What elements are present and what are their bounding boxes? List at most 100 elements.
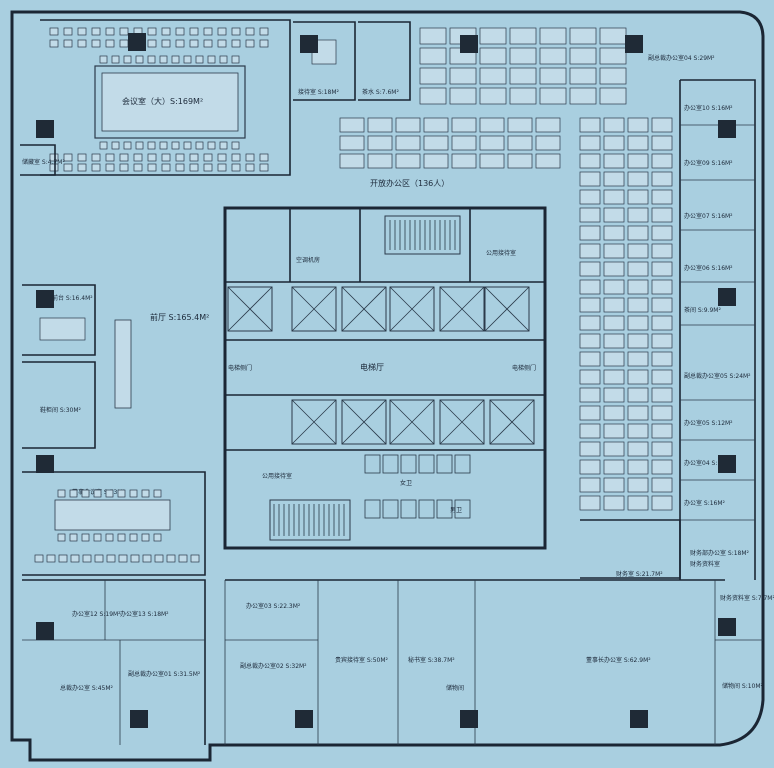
desk	[651, 207, 673, 223]
reception-room-top[interactable]: 接待室 S:18M²	[293, 21, 356, 101]
desk	[627, 351, 649, 367]
column	[460, 35, 478, 53]
label-vp-office-1: 副总裁办公室01 S:31.5M²	[128, 670, 201, 678]
desk	[451, 135, 477, 151]
chair	[159, 141, 168, 150]
storage-left[interactable]: 储藏室 S:4.7M²	[20, 144, 65, 176]
tea-room-top[interactable]: 茶水 S:7.6M²	[358, 21, 411, 101]
desk	[579, 117, 601, 133]
label-public-reception-bottom: 公用接待室	[262, 472, 292, 480]
label-office-5: 办公室05 S:12M²	[684, 419, 733, 427]
label-office-12: 办公室12 S:19M²	[72, 610, 121, 618]
desk	[509, 87, 537, 105]
chair	[217, 163, 227, 172]
open-office[interactable]: 开放办公区（136人）	[339, 27, 627, 188]
desk	[395, 135, 421, 151]
desk	[603, 441, 625, 457]
chair	[231, 39, 241, 48]
finance-room[interactable]: 财务室 S:21.7M²	[580, 519, 681, 579]
front-desk[interactable]: 前台 S:16.4M²	[22, 284, 96, 356]
chair	[133, 163, 143, 172]
label-vip-reception: 贵宾接待室 S:50M²	[335, 656, 389, 664]
elevator-car	[439, 399, 485, 445]
desk	[449, 67, 477, 85]
chair	[63, 27, 73, 36]
column	[128, 33, 146, 51]
desk	[599, 47, 627, 65]
desk	[579, 207, 601, 223]
elevator-x	[389, 399, 435, 445]
elevator-car	[489, 399, 535, 445]
desk	[579, 315, 601, 331]
desk	[651, 153, 673, 169]
column	[630, 710, 648, 728]
chair	[175, 163, 185, 172]
chair	[69, 489, 78, 498]
chair	[245, 163, 255, 172]
chair	[259, 163, 269, 172]
chair	[217, 39, 227, 48]
chair	[231, 153, 241, 162]
desk	[603, 153, 625, 169]
desk	[603, 207, 625, 223]
desk	[651, 279, 673, 295]
chair	[147, 55, 156, 64]
label-open-office: 开放办公区（136人）	[370, 178, 449, 188]
chair	[77, 163, 87, 172]
desk	[651, 297, 673, 313]
elevator-shaft	[291, 399, 337, 445]
desk	[603, 351, 625, 367]
column	[130, 710, 148, 728]
meeting-room-large[interactable]: 会议室（大）S:169M²	[40, 19, 291, 176]
chair	[129, 489, 138, 498]
desk	[627, 153, 649, 169]
column	[36, 455, 54, 473]
desk	[395, 153, 421, 169]
elevator-car	[291, 399, 337, 445]
label-finance: 财务室 S:21.7M²	[616, 570, 663, 578]
chair	[93, 489, 102, 498]
elevator-car	[389, 399, 435, 445]
elevator-x	[489, 399, 535, 445]
toilet-stall	[364, 499, 381, 519]
label-office-13: 办公室13 S:18M²	[120, 610, 169, 618]
chair	[175, 39, 185, 48]
desk	[599, 27, 627, 45]
toilet-stall	[454, 499, 471, 519]
chair	[159, 55, 168, 64]
chair	[77, 27, 87, 36]
chair	[161, 27, 171, 36]
desk	[627, 279, 649, 295]
chair	[99, 55, 108, 64]
desk	[579, 441, 601, 457]
label-elevator-hall: 电梯厅	[360, 362, 384, 372]
lobby[interactable]: 前厅 S:165.4M²	[114, 312, 209, 409]
desk	[651, 261, 673, 277]
desk	[579, 153, 601, 169]
label-vp-office-4: 副总裁办公室04 S:29M²	[648, 54, 715, 62]
shoe-room[interactable]: 鞋柜间 S:30M²	[22, 361, 96, 449]
desk	[569, 87, 597, 105]
label-storage-right: 储物间 S:10M²	[722, 682, 764, 690]
desk	[603, 369, 625, 385]
desk	[479, 27, 507, 45]
desk	[651, 369, 673, 385]
desk	[603, 459, 625, 475]
chair	[99, 141, 108, 150]
chair	[203, 153, 213, 162]
chair	[77, 39, 87, 48]
desk	[449, 87, 477, 105]
label-elevator-door-right: 电梯侧门	[512, 364, 536, 372]
chair	[82, 554, 92, 563]
label-finance-archive: 财务资料室	[690, 560, 720, 568]
chair	[183, 141, 192, 150]
chair	[153, 533, 162, 542]
chair	[231, 55, 240, 64]
desk	[627, 225, 649, 241]
chair	[119, 153, 129, 162]
label-vp-office-5: 副总裁办公室05 S:24M²	[684, 372, 751, 380]
desk	[367, 135, 393, 151]
desk	[651, 387, 673, 403]
desk	[627, 423, 649, 439]
